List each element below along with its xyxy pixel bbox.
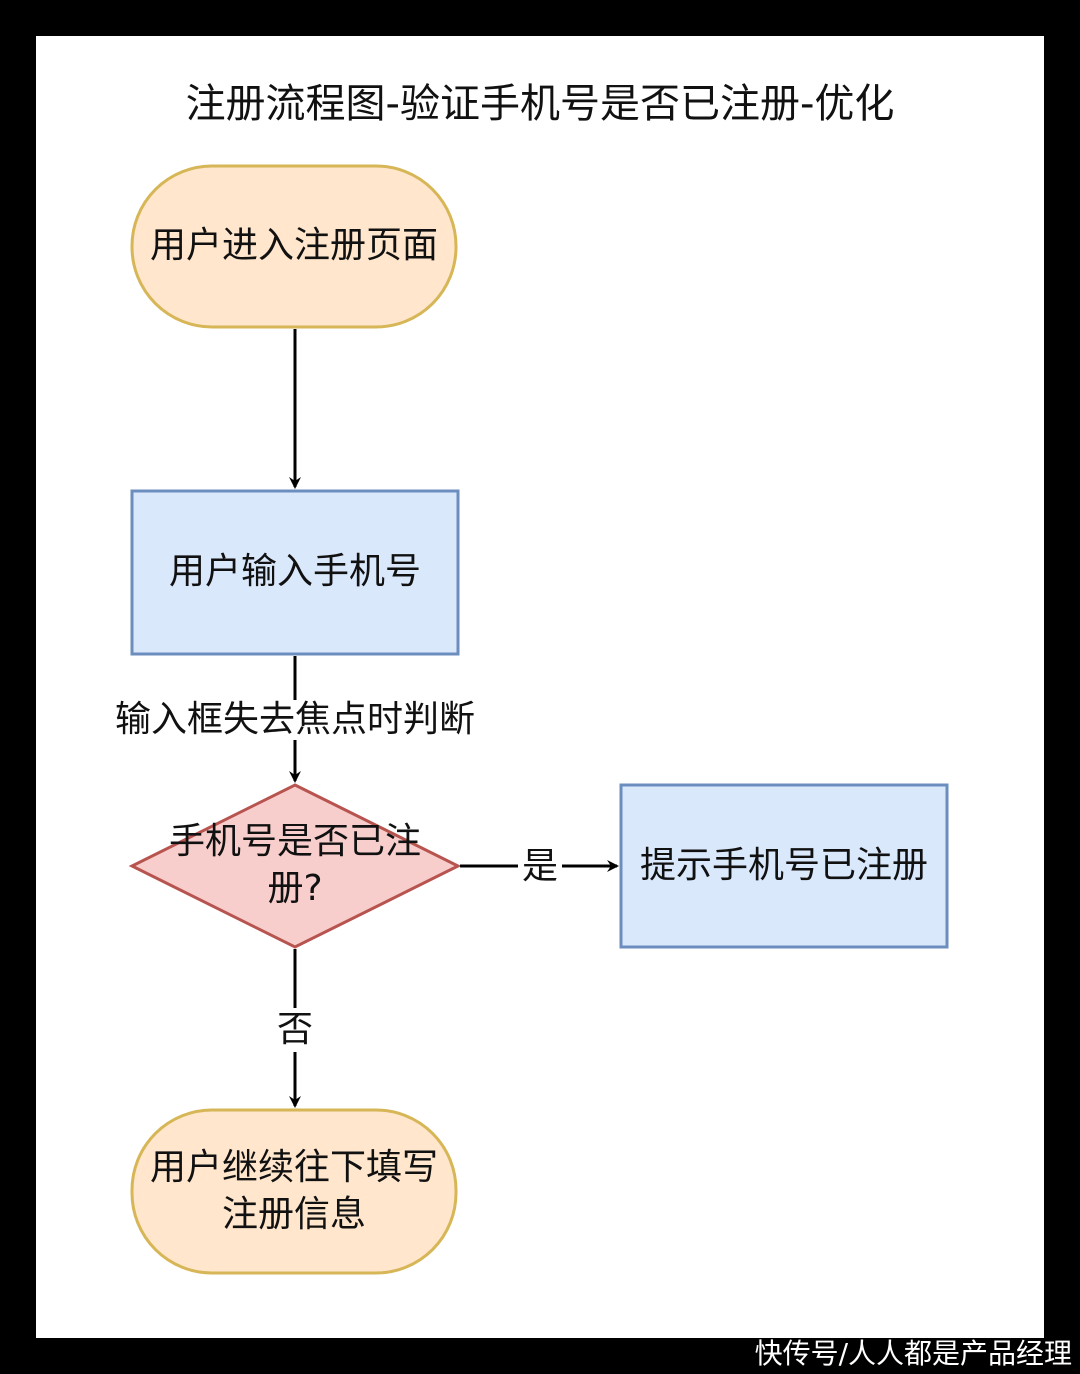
flowchart-shapes xyxy=(128,164,949,1275)
edge-label-yes: 是 xyxy=(518,847,562,887)
edge-label-blur-check: 输入框失去焦点时判断 xyxy=(96,700,494,740)
continue-label: 用户继续往下填写注册信息 xyxy=(149,1146,438,1235)
start-label: 用户进入注册页面 xyxy=(149,225,438,267)
registered-tip-process xyxy=(619,783,949,949)
registered-tip-label: 提示手机号已注册 xyxy=(639,844,928,886)
continue-terminal xyxy=(130,1108,458,1275)
decision-diamond xyxy=(128,783,462,949)
start-terminal xyxy=(130,164,458,329)
diagram-canvas: 注册流程图-验证手机号是否已注册-优化 用户进入注册页面 用户输入手机号 手机号… xyxy=(36,36,1044,1338)
watermark: 快传号/人人都是产品经理 xyxy=(754,1337,1072,1370)
edge-label-no: 否 xyxy=(273,1008,317,1052)
diagram-title: 注册流程图-验证手机号是否已注册-优化 xyxy=(185,81,895,127)
input-phone-label: 用户输入手机号 xyxy=(168,551,421,593)
input-phone-process xyxy=(130,489,460,656)
decision-label: 手机号是否已注册? xyxy=(168,821,421,909)
